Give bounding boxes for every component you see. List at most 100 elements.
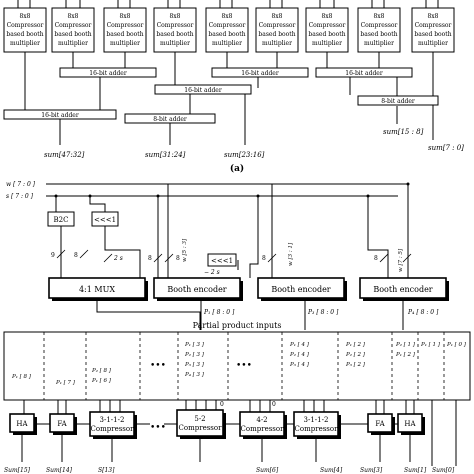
mult-line-1: 8x8 <box>221 13 232 20</box>
input-w: w [ 7 : 0 ] <box>6 181 36 188</box>
mult-line-2: Compressor <box>55 22 92 29</box>
mult-line-3: based booth <box>360 31 397 38</box>
mult-line-3: based booth <box>6 31 43 38</box>
col-label-c7a: P₁ [ 2 ] <box>345 342 366 348</box>
mult-line-4: multiplier <box>110 40 140 47</box>
col-label-c3a: P₂ [ 8 ] <box>91 368 112 374</box>
mult-line-4: multiplier <box>312 40 342 47</box>
block-booth-3: Booth encoder <box>373 285 432 294</box>
mult-line-3: based booth <box>54 31 91 38</box>
block-shift-1b: <<<1 <box>211 257 233 265</box>
ellipsis-1: ••• <box>150 361 166 371</box>
output-sum-7-0: sum[7 : 0] <box>428 144 464 152</box>
pp-label-p3: P₃ [ 8 : 0 ] <box>307 309 339 316</box>
carry-label-0b: 0 <box>272 401 276 408</box>
bus-label-w5-3: w [5 : 3] <box>182 238 188 262</box>
cell-comp-4-l2: Compressor <box>295 425 339 433</box>
col-label-c5d: P₄ [ 3 ] <box>184 372 205 378</box>
input-s: s [ 7 : 0 ] <box>6 193 34 200</box>
cell-comp-2-l2: Compressor <box>179 424 223 432</box>
col-label-c9: P₁ [ 1 ] <box>420 342 441 348</box>
col-label-c6b: P₂ [ 4 ] <box>289 352 310 358</box>
cell-comp-1-l2: Compressor <box>91 425 135 433</box>
mult-line-4: multiplier <box>160 40 190 47</box>
block-shift-1: <<<1 <box>94 216 116 224</box>
adder-16-low: 16-bit adder <box>41 112 79 119</box>
multiplier-3: 8x8 Compressor based booth multiplier <box>103 7 147 53</box>
col-label-c6c: P₃ [ 4 ] <box>289 362 310 368</box>
bus-label-neg2s: − 2 s <box>204 269 220 276</box>
output-sum-14: Sum[14] <box>46 467 73 474</box>
part-b: w [ 7 : 0 ] s [ 7 : 0 ] B2C <<<1 <box>3 181 471 474</box>
mult-line-1: 8x8 <box>19 13 30 20</box>
mult-line-3: based booth <box>156 31 193 38</box>
mult-line-1: 8x8 <box>271 13 282 20</box>
cell-comp-3-l2: Compressor <box>241 425 285 433</box>
col-label-c8a: P₂ [ 1 ] <box>395 342 416 348</box>
col-label-c7c: P₃ [ 2 ] <box>345 362 366 368</box>
mult-line-2: Compressor <box>7 22 44 29</box>
mult-line-2: Compressor <box>157 22 194 29</box>
multiplier-7: 8x8 Compressor based booth multiplier <box>305 7 349 53</box>
mult-line-4: multiplier <box>418 40 448 47</box>
output-sum-23-16: sum[23:16] <box>224 151 265 159</box>
mult-line-1: 8x8 <box>67 13 78 20</box>
output-s-13: S[13] <box>98 467 115 474</box>
mult-line-3: based booth <box>106 31 143 38</box>
output-sum-6: Sum[6] <box>256 467 279 474</box>
mult-line-4: multiplier <box>262 40 292 47</box>
bus-label-8b: 8 <box>148 255 152 262</box>
block-booth-2: Booth encoder <box>271 285 330 294</box>
mult-line-4: multiplier <box>58 40 88 47</box>
output-sum-1: Sum[1] <box>404 467 427 474</box>
mult-line-1: 8x8 <box>373 13 384 20</box>
mult-line-1: 8x8 <box>169 13 180 20</box>
mult-line-4: multiplier <box>10 40 40 47</box>
carry-label-0: 0 <box>220 401 224 408</box>
multiplier-9: 8x8 Compressor based booth multiplier <box>411 7 455 53</box>
output-sum-47-32: sum[47:32] <box>44 151 85 159</box>
adder-16-c: 16-bit adder <box>345 70 383 77</box>
mult-line-2: Compressor <box>309 22 346 29</box>
cell-comp-1-l1: 3-1-1-2 <box>100 416 125 424</box>
output-sum-15: Sum[15] <box>4 467 31 474</box>
mult-line-3: based booth <box>414 31 451 38</box>
col-label-c2: P₁ [ 7 ] <box>55 380 76 386</box>
cell-comp-3-l1: 4-2 <box>256 416 267 424</box>
ellipsis-3: ••• <box>150 423 166 433</box>
col-label-c5b: P₂ [ 3 ] <box>184 352 205 358</box>
bus-label-w7-5: w [7 : 5] <box>398 248 404 272</box>
col-label-c1: P₁ [ 8 ] <box>11 374 32 380</box>
col-label-c5c: P₃ [ 3 ] <box>184 362 205 368</box>
cell-fa-2: FA <box>375 420 385 428</box>
mult-line-3: based booth <box>208 31 245 38</box>
col-label-c6a: P₁ [ 4 ] <box>289 342 310 348</box>
multiplier-1: 8x8 Compressor based booth multiplier <box>3 7 47 53</box>
bus-label-w3-1: w [3 : 1] <box>288 242 294 266</box>
adder-8-b: 8-bit adder <box>381 98 415 105</box>
bus-label-8e: 8 <box>374 255 378 262</box>
ellipsis-2: ••• <box>236 361 252 371</box>
multiplier-2: 8x8 Compressor based booth multiplier <box>51 7 95 53</box>
multiplier-4: 8x8 Compressor based booth multiplier <box>153 7 197 53</box>
part-a: 8x8 Compressor based booth multiplier 8x… <box>3 0 464 174</box>
bus-label-8c: 8 <box>176 255 180 262</box>
multiplier-6: 8x8 Compressor based booth multiplier <box>255 7 299 53</box>
adder-16-mid: 16-bit adder <box>184 87 222 94</box>
mult-line-4: multiplier <box>364 40 394 47</box>
cell-ha-2: HA <box>404 420 416 428</box>
mult-line-2: Compressor <box>209 22 246 29</box>
mult-line-2: Compressor <box>415 22 452 29</box>
adder-16-a: 16-bit adder <box>89 70 127 77</box>
col-label-c7b: P₂ [ 2 ] <box>345 352 366 358</box>
mult-line-3: based booth <box>258 31 295 38</box>
caption-a: (a) <box>230 163 244 174</box>
mult-line-2: Compressor <box>259 22 296 29</box>
mult-line-1: 8x8 <box>119 13 130 20</box>
output-sum-3: Sum[3] <box>360 467 383 474</box>
output-sum-15-8: sum[15 : 8] <box>383 128 424 136</box>
bus-label-2s: 2 s <box>113 255 123 262</box>
pp-label-p1: P₁ [ 8 : 0 ] <box>203 309 235 316</box>
col-label-c5a: P₁ [ 3 ] <box>184 342 205 348</box>
